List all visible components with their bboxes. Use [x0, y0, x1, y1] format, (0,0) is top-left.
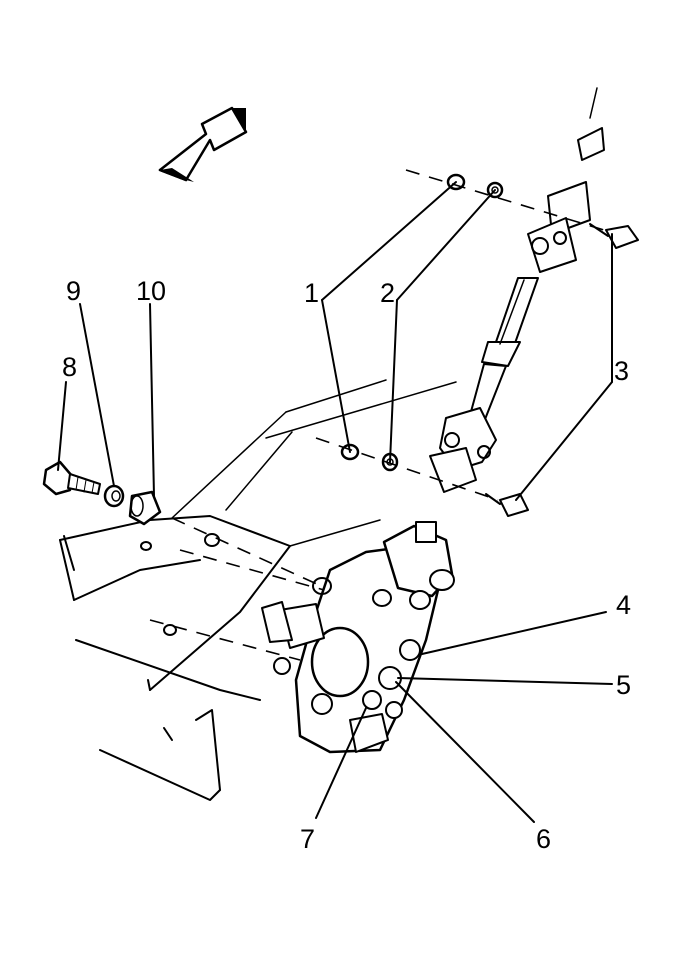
spacer	[128, 490, 162, 526]
callout-6: 6	[536, 824, 552, 854]
front-direction-arrow-icon	[158, 106, 248, 182]
gear-mounting-bolt	[42, 460, 101, 496]
callout-4: 4	[616, 590, 632, 620]
callout-2: 2	[380, 278, 396, 308]
frame-rail	[59, 379, 457, 801]
callout-7: 7	[300, 824, 316, 854]
upper-shaft-end	[527, 87, 605, 273]
callout-9: 9	[66, 276, 82, 306]
callout-3: 3	[614, 356, 630, 386]
callout-5: 5	[616, 670, 632, 700]
callout-10: 10	[136, 276, 167, 306]
callout-1: 1	[304, 278, 320, 308]
callout-8: 8	[62, 352, 78, 382]
leader-lines	[57, 181, 613, 823]
pinch-bolt-lower	[485, 493, 529, 517]
lower-universal-joint	[429, 407, 497, 493]
steering-gear-housing	[261, 521, 455, 754]
bushing	[103, 484, 125, 508]
